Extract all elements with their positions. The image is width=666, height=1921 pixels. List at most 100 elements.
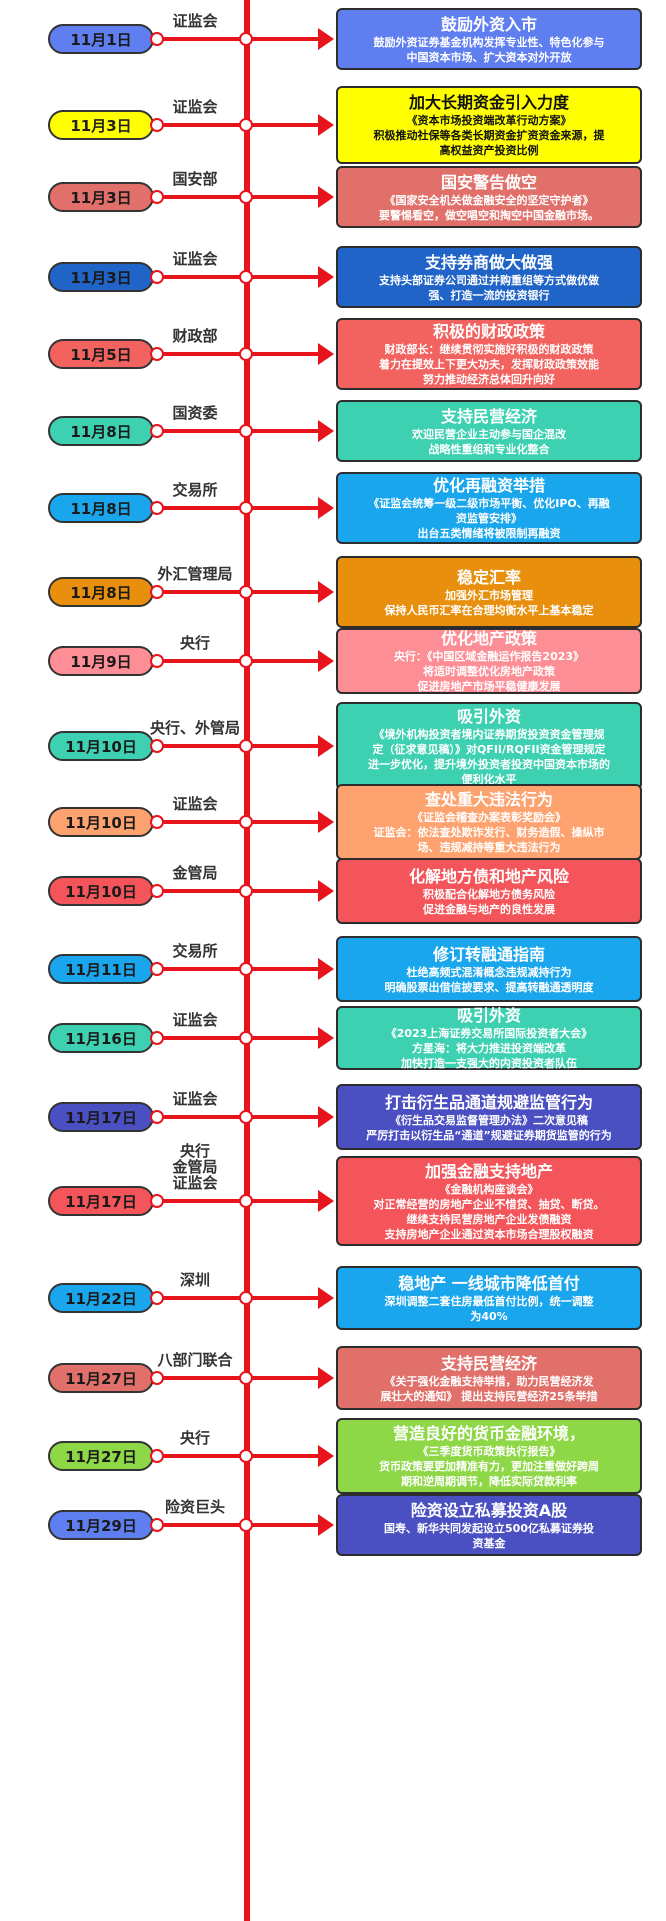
agency-label: 证监会 <box>110 1012 280 1028</box>
event-title: 营造良好的货币金融环境， <box>392 1424 585 1443</box>
agency-name: 险资巨头 <box>164 1498 225 1516</box>
event-detail: 鼓励外资证券基金机构发挥专业性、特色化参与 <box>373 35 605 49</box>
event-detail: 对正常经营的房地产企业不惜贷、抽贷、断贷。 <box>373 1197 605 1211</box>
event-title: 优化再融资举措 <box>432 476 545 495</box>
date-pill: 11月9日 <box>48 646 154 676</box>
agency-label: 外汇管理局 <box>110 566 280 582</box>
event-detail: 支持房地产企业通过资本市场合理股权融资 <box>384 1227 594 1241</box>
date-pill: 11月10日 <box>48 731 154 761</box>
event-detail: 积极配合化解地方债务风险 <box>423 887 555 901</box>
event-detail: 着力在提效上下更大功夫，发挥财政政策效能 <box>379 358 599 371</box>
event-detail: 展壮大的通知》 提出支持民营经济25条举措 <box>380 1389 598 1403</box>
agency-name: 交易所 <box>172 481 218 499</box>
connector-dot <box>150 1371 164 1385</box>
event-detail: 深圳调整二套住房最低首付比例，统一调整 <box>384 1294 594 1308</box>
arrow-right-icon <box>318 1514 334 1536</box>
agency-label: 财政部 <box>110 328 280 344</box>
event-detail: 杜绝高频式混淆概念违规减持行为 <box>406 965 572 979</box>
connector-dot <box>239 1110 253 1124</box>
date-pill: 11月3日 <box>48 262 154 292</box>
event-card: 吸引外资《境外机构投资者境内证券期货投资资金管理规定（征求意见稿）》对QFII/… <box>336 702 642 790</box>
event-card: 优化再融资举措《证监会统筹一级二级市场平衡、优化IPO、再融资监管安排》出台五类… <box>336 472 642 544</box>
agency-label: 证监会 <box>110 99 280 115</box>
event-card: 支持民营经济欢迎民营企业主动参与国企混改战略性重组和专业化整合 <box>336 400 642 462</box>
event-detail: 努力推动经济总体回升向好 <box>423 373 555 386</box>
connector-dot <box>150 1518 164 1532</box>
event-title: 修订转融通指南 <box>432 944 545 964</box>
connector-dot <box>150 654 164 668</box>
arrow-right-icon <box>318 186 334 208</box>
event-card: 稳定汇率加强外汇市场管理保持人民币汇率在合理均衡水平上基本稳定 <box>336 556 642 628</box>
event-card: 营造良好的货币金融环境，《三季度货币政策执行报告》货币政策要更加精准有力，更加注… <box>336 1418 642 1494</box>
date-pill: 11月10日 <box>48 807 154 837</box>
event-title: 加强金融支持地产 <box>424 1161 553 1181</box>
connector-dot <box>150 815 164 829</box>
date-pill: 11月8日 <box>48 493 154 523</box>
connector-dot <box>239 654 253 668</box>
agency-label: 交易所 <box>110 943 280 959</box>
event-detail: 继续支持民营房地产企业发债融资 <box>406 1212 572 1226</box>
agency-name: 外汇管理局 <box>157 565 233 583</box>
event-detail: 定（征求意见稿）》对QFII/RQFII资金管理规定 <box>372 742 606 756</box>
agency-label: 国安部 <box>110 171 280 187</box>
event-title: 支持民营经济 <box>440 406 537 426</box>
event-detail: 《关于强化金融支持举措，助力民营经济发 <box>384 1374 594 1388</box>
connector-dot <box>239 32 253 46</box>
connector-dot <box>150 739 164 753</box>
agency-label: 证监会 <box>110 251 280 267</box>
agency-label: 证监会 <box>110 796 280 812</box>
event-card: 修订转融通指南杜绝高频式混淆概念违规减持行为明确股票出借信披要求、提高转融通透明… <box>336 936 642 1002</box>
connector-dot <box>239 739 253 753</box>
event-detail: 欢迎民营企业主动参与国企混改 <box>412 427 566 441</box>
event-card: 优化地产政策央行：《中国区域金融运作报告2023》将适时调整优化房地产政策促进房… <box>336 628 642 694</box>
date-pill: 11月3日 <box>48 182 154 212</box>
event-detail: 《衍生品交易监督管理办法》二次意见稿 <box>390 1113 588 1127</box>
event-title: 化解地方债和地产风险 <box>408 866 569 886</box>
agency-name: 深圳 <box>179 1271 210 1289</box>
connector-dot <box>239 501 253 515</box>
event-detail: 出台五类情绪将被限制再融资 <box>417 527 561 540</box>
event-detail: 财政部长：继续贯彻实施好积极的财政政策 <box>384 343 594 356</box>
event-card: 吸引外资《2023上海证券交易所国际投资者大会》方星海：将大力推进投资端改革加快… <box>336 1006 642 1070</box>
event-title: 加大长期资金引入力度 <box>408 93 569 112</box>
event-card: 支持券商做大做强支持头部证券公司通过并购重组等方式做优做强、打造一流的投资银行 <box>336 246 642 308</box>
event-card: 积极的财政政策财政部长：继续贯彻实施好积极的财政政策着力在提效上下更大功夫，发挥… <box>336 318 642 390</box>
arrow-right-icon <box>318 1367 334 1389</box>
connector-dot <box>150 32 164 46</box>
arrow-right-icon <box>318 581 334 603</box>
event-detail: 加快打造一支强大的内资投资者队伍 <box>401 1057 577 1070</box>
arrow-right-icon <box>318 811 334 833</box>
event-detail: 《证监会稽查办案表彰奖励会》 <box>412 811 566 824</box>
agency-label: 金管局 <box>110 865 280 881</box>
date-pill: 11月8日 <box>48 577 154 607</box>
connector-dot <box>239 815 253 829</box>
agency-name: 证监会 <box>172 12 218 30</box>
event-detail: 积极推动社保等各类长期资金扩资资金来源，提 <box>373 129 605 142</box>
connector-dot <box>150 118 164 132</box>
event-detail: 明确股票出借信披要求、提高转融通透明度 <box>384 980 594 994</box>
event-detail: 高权益资产投资比例 <box>439 144 539 157</box>
event-detail: 强、打造一流的投资银行 <box>428 288 550 302</box>
agency-name: 八部门联合 <box>157 1351 233 1369</box>
agency-name: 国资委 <box>172 404 218 422</box>
arrow-right-icon <box>318 880 334 902</box>
event-title: 国安警告做空 <box>440 172 537 192</box>
agency-name: 央行 <box>179 1429 210 1447</box>
event-title: 鼓励外资入市 <box>440 14 537 34</box>
date-pill: 11月16日 <box>48 1023 154 1053</box>
agency-label: 央行 <box>110 635 280 651</box>
arrow-right-icon <box>318 266 334 288</box>
event-detail: 《资本市场投资端改革行动方案》 <box>406 114 572 127</box>
connector-dot <box>239 585 253 599</box>
event-detail: 加强外汇市场管理 <box>445 588 533 602</box>
agency-name: 央行、外管局 <box>149 719 240 737</box>
